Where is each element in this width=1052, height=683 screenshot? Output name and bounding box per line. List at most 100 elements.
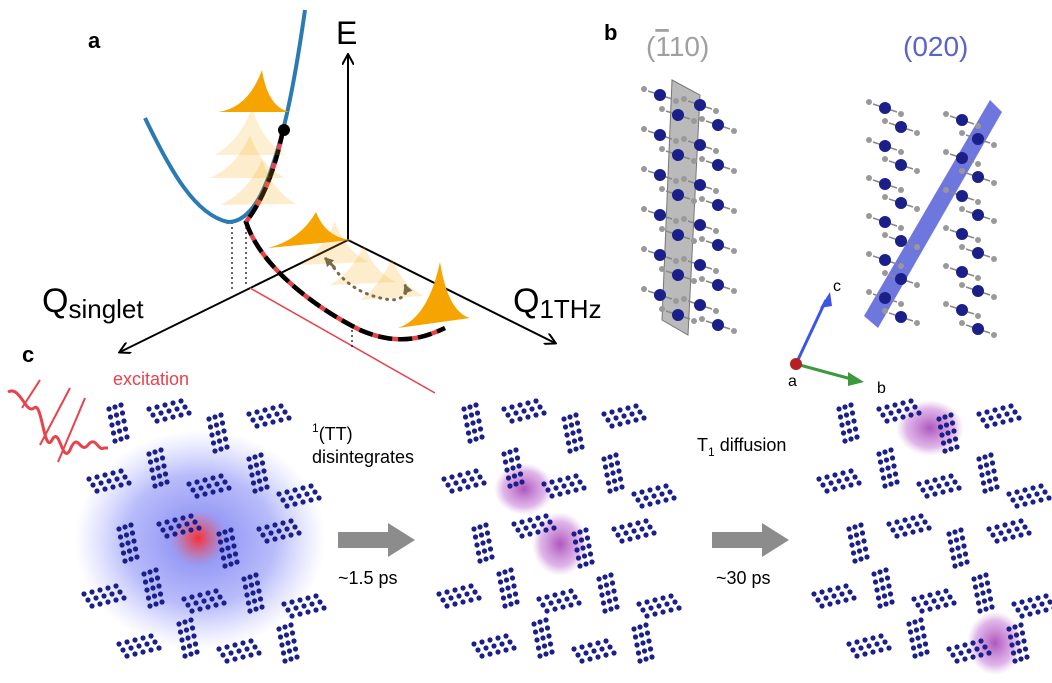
carbon-atom — [972, 171, 984, 183]
molecule — [471, 633, 517, 659]
crystal-axis-c-label: c — [833, 278, 841, 295]
hydrogen-atom — [691, 118, 697, 124]
molecule — [596, 572, 620, 614]
hydrogen-atom — [866, 289, 872, 295]
hydrogen-atom — [882, 270, 888, 276]
hydrogen-atom — [673, 258, 679, 264]
carbon-atom — [672, 149, 684, 161]
hydrogen-atom — [882, 308, 888, 314]
hydrogen-atom — [699, 156, 705, 162]
hydrogen-atom — [959, 282, 965, 288]
molecule — [911, 588, 957, 614]
panel-b: b (110) (020) c a b — [604, 20, 1002, 397]
crystal-axis-a-dot — [790, 358, 802, 370]
molecule — [836, 402, 860, 444]
disintegrates-label: disintegrates — [312, 447, 414, 467]
molecule — [811, 583, 857, 609]
hydrogen-atom — [659, 226, 665, 232]
hydrogen-atom — [713, 188, 719, 194]
molecule — [461, 402, 485, 444]
excitation-label: excitation — [113, 369, 189, 389]
hydrogen-atom — [713, 108, 719, 114]
carbon-atom — [879, 292, 891, 304]
triplet-pair-curve-black — [243, 129, 446, 342]
carbon-atom — [895, 235, 907, 247]
molecule — [906, 617, 930, 659]
hydrogen-atom — [866, 99, 872, 105]
molecule — [601, 452, 625, 494]
carbon-atom — [895, 159, 907, 171]
hydrogen-atom — [691, 238, 697, 244]
q-1thz-sub: 1THz — [539, 294, 601, 324]
singlet-exciton-core — [170, 510, 226, 566]
carbon-atom — [879, 178, 891, 190]
hydrogen-atom — [991, 332, 997, 338]
carbon-atom — [972, 285, 984, 297]
carbon-atom — [694, 299, 706, 311]
molecule — [146, 398, 192, 424]
hydrogen-atom — [673, 218, 679, 224]
hydrogen-atom — [914, 320, 920, 326]
molecule — [986, 518, 1032, 544]
carbon-atom — [956, 304, 968, 316]
hydrogen-atom — [898, 149, 904, 155]
molecule — [471, 522, 495, 564]
arrow-step-1 — [338, 523, 415, 557]
hydrogen-atom — [699, 276, 705, 282]
hydrogen-atom — [866, 175, 872, 181]
hydrogen-atom — [681, 296, 687, 302]
carbon-atom — [694, 139, 706, 151]
molecule — [976, 452, 1000, 494]
carbon-atom — [654, 169, 666, 181]
carbon-atom — [879, 216, 891, 228]
molecule — [501, 398, 547, 424]
carbon-atom — [654, 289, 666, 301]
crystal-axis-c-head — [820, 292, 832, 308]
molecule — [536, 588, 582, 614]
carbon-atom — [879, 140, 891, 152]
plane-bar110 — [661, 79, 701, 336]
hydrogen-atom — [731, 168, 737, 174]
molecule — [206, 412, 230, 454]
hydrogen-atom — [866, 251, 872, 257]
hydrogen-atom — [641, 86, 647, 92]
molecule — [241, 572, 265, 614]
hydrogen-atom — [691, 278, 697, 284]
energy-axis-label: E — [336, 15, 357, 51]
hydrogen-atom — [659, 306, 665, 312]
oscillation-arrow — [328, 260, 413, 302]
start-point-dot — [278, 124, 290, 136]
hydrogen-atom — [673, 138, 679, 144]
hydrogen-atom — [659, 266, 665, 272]
arrow-step-2 — [712, 523, 789, 557]
carbon-atom — [654, 89, 666, 101]
hydrogen-atom — [691, 198, 697, 204]
carbon-atom — [712, 239, 724, 251]
hydrogen-atom — [659, 186, 665, 192]
molecule — [256, 518, 302, 544]
hydrogen-atom — [866, 137, 872, 143]
hydrogen-atom — [866, 213, 872, 219]
hydrogen-atom — [914, 282, 920, 288]
panel-c: c excitation 1(TT) disintegrates ~1.5 ps… — [7, 342, 1052, 675]
hydrogen-atom — [681, 256, 687, 262]
hydrogen-atom — [898, 225, 904, 231]
hydrogen-atom — [943, 149, 949, 155]
hydrogen-atom — [641, 246, 647, 252]
molecule-stack-right — [866, 99, 997, 338]
hydrogen-atom — [882, 194, 888, 200]
molecule — [631, 483, 677, 509]
molecule — [886, 513, 932, 539]
hydrogen-atom — [681, 216, 687, 222]
hydrogen-atom — [943, 301, 949, 307]
hydrogen-atom — [991, 218, 997, 224]
hydrogen-atom — [898, 263, 904, 269]
molecule — [571, 527, 595, 569]
hydrogen-atom — [699, 236, 705, 242]
molecule — [156, 513, 202, 539]
hydrogen-atom — [673, 178, 679, 184]
singlet-potential-curve — [143, 9, 307, 225]
molecule — [541, 473, 587, 499]
carbon-atom — [694, 219, 706, 231]
